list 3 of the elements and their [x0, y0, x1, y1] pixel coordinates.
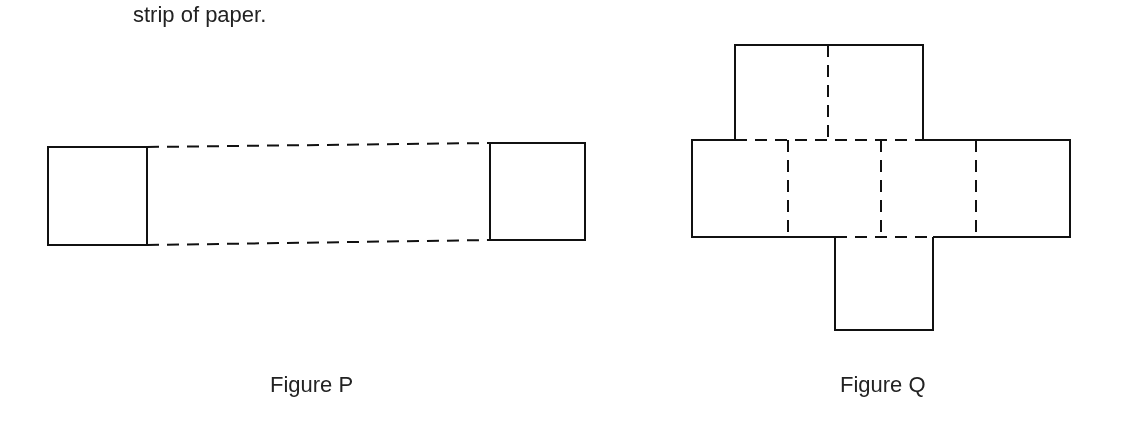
figure-caption: Figure Q: [840, 372, 926, 398]
instruction-text: strip of paper.: [133, 2, 267, 28]
figure-caption: Figure P: [270, 372, 354, 398]
